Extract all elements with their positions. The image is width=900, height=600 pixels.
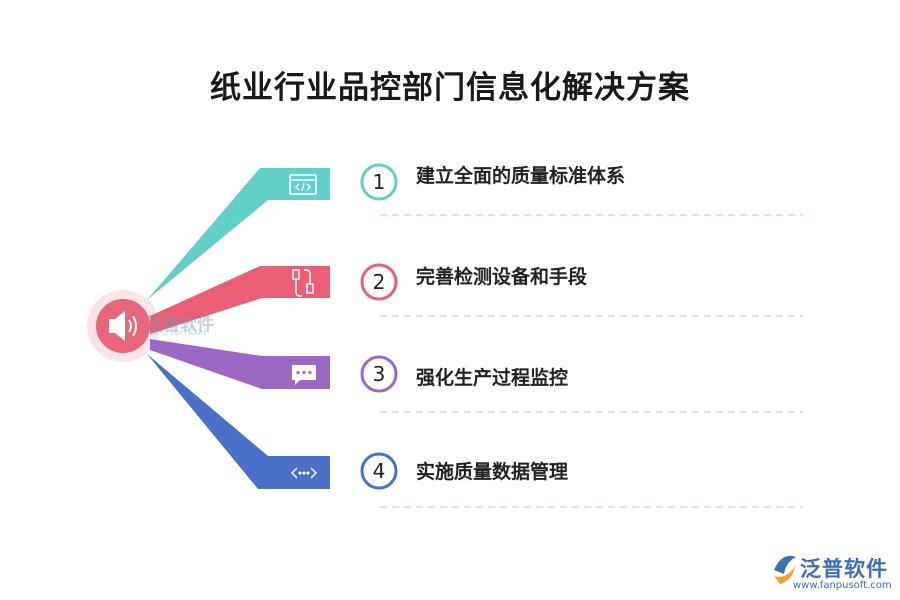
item-label-2: 完善检测设备和手段 [416,266,588,288]
chat-bubble-icon [292,365,316,385]
branch-1 [147,168,330,300]
logo-url: www.fanpusoft.com [793,580,892,591]
branch-2 [150,266,330,334]
code-window-icon [289,174,317,195]
number-circle-4 [360,452,398,490]
number-4: 4 [373,459,386,483]
watermark-name: 泛普软件 [146,315,214,335]
speaker-icon [109,311,137,341]
logo-icon [774,555,796,584]
item-label-3: 强化生产过程监控 [416,367,569,389]
branch-4 [147,354,330,489]
branch-3 [150,339,330,389]
number-circle-3 [360,355,398,393]
item-label-4: 实施质量数据管理 [416,461,569,483]
number-circle-1 [360,163,398,201]
item-label-1: 建立全面的质量标准体系 [416,165,626,187]
logo-name: 泛普软件 [800,557,888,581]
number-3: 3 [373,362,386,386]
number-circle-2 [360,263,398,301]
watermark-sub: FANPU SOFTWARE [146,330,208,337]
code-arrows-icon [290,467,318,479]
number-2: 2 [373,270,386,294]
usb-cable-icon [292,269,314,297]
page-title: 纸业行业品控部门信息化解决方案 [210,70,690,106]
number-1: 1 [373,170,386,194]
